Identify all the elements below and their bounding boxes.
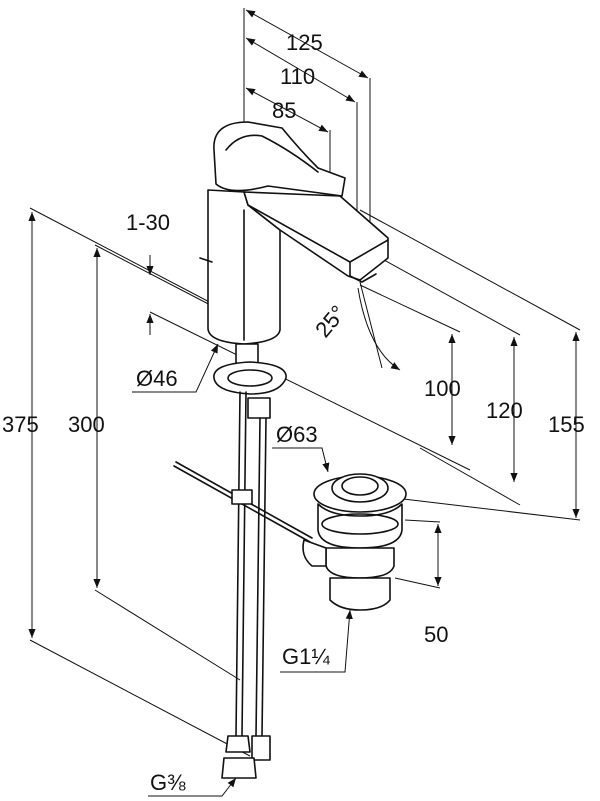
dim-110: 110	[280, 64, 315, 89]
dim-120: 120	[486, 398, 523, 423]
thread-g1-1-4: G1¼	[282, 644, 330, 669]
dim-1-30: 1-30	[126, 210, 170, 235]
supply-hoses	[221, 391, 271, 779]
dim-50: 50	[424, 622, 448, 647]
dim-375: 375	[2, 412, 39, 437]
faucet-body	[199, 121, 389, 419]
popup-rod	[173, 461, 313, 543]
popup-waste	[302, 473, 407, 611]
dim-diameter-46: Ø46	[136, 366, 178, 391]
dim-300: 300	[68, 412, 105, 437]
thread-g3-8: G⅜	[150, 770, 186, 795]
dim-diameter-63: Ø63	[276, 422, 318, 447]
dim-85: 85	[272, 98, 296, 123]
dim-125: 125	[286, 30, 323, 55]
dimension-lines	[28, 9, 580, 797]
dim-100: 100	[424, 376, 461, 401]
extension-lines	[29, 8, 581, 757]
dim-155: 155	[548, 412, 585, 437]
dim-25-degree: 25°	[310, 301, 351, 343]
